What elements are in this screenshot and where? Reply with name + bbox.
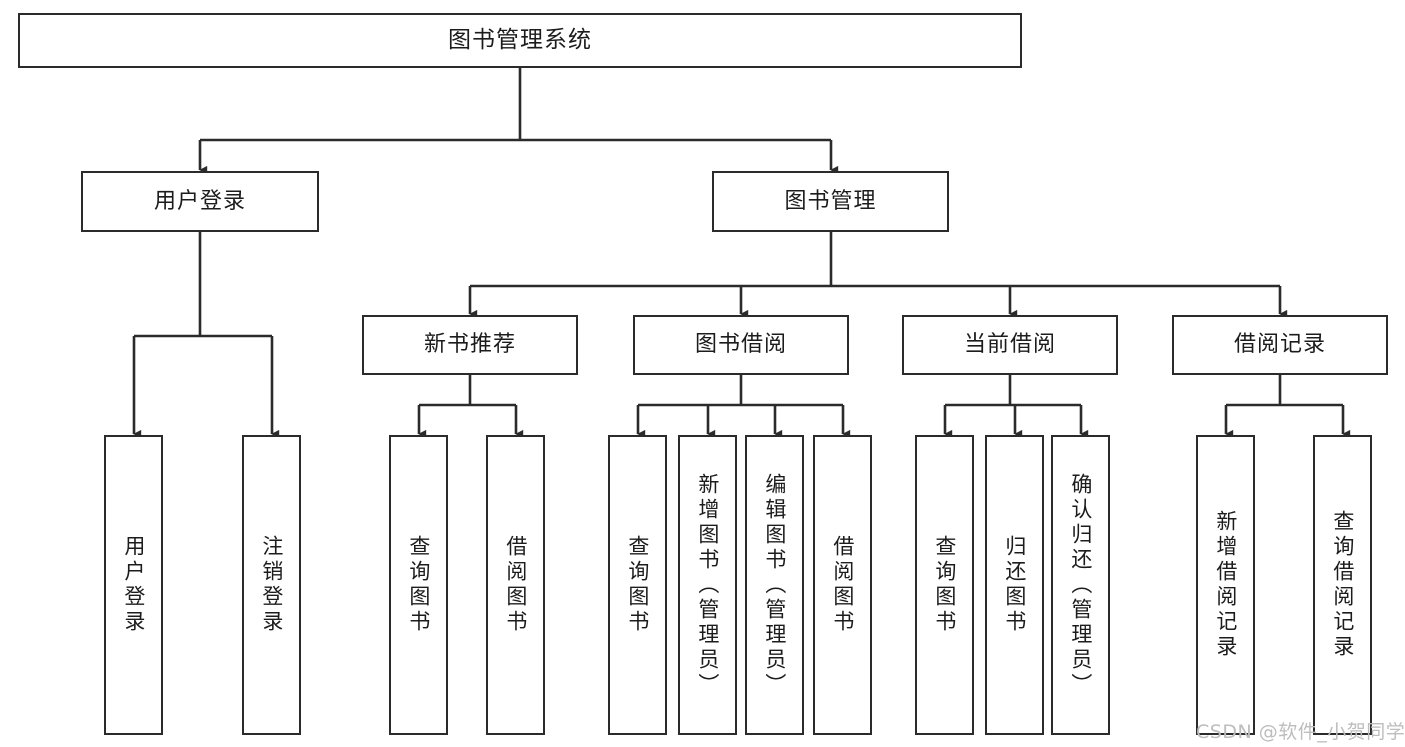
node-new-book-rec[interactable]: 新书推荐 xyxy=(362,315,578,375)
node-borrow-record[interactable]: 借阅记录 xyxy=(1172,315,1388,375)
node-current-borrow[interactable]: 当前借阅 xyxy=(902,315,1118,375)
node-book-manage[interactable]: 图书管理 xyxy=(712,171,949,232)
node-label-book-manage: 图书管理 xyxy=(784,188,877,214)
node-label-leaf-edit-book: 编辑图书（管理员） xyxy=(762,472,787,698)
node-leaf-add-record[interactable]: 新增借阅记录 xyxy=(1196,435,1255,735)
node-leaf-query-record[interactable]: 查询借阅记录 xyxy=(1313,435,1372,735)
node-label-book-borrow: 图书借阅 xyxy=(694,332,787,358)
node-label-root: 图书管理系统 xyxy=(448,26,592,53)
node-label-leaf-query-book-3: 查询图书 xyxy=(932,535,957,635)
node-label-leaf-logout: 注销登录 xyxy=(259,535,284,635)
node-leaf-query-book-1[interactable]: 查询图书 xyxy=(389,435,448,735)
node-leaf-borrow-book-2[interactable]: 借阅图书 xyxy=(813,435,872,735)
node-label-leaf-add-book: 新增图书（管理员） xyxy=(695,472,720,698)
node-label-leaf-add-record: 新增借阅记录 xyxy=(1213,510,1238,660)
node-leaf-borrow-book-1[interactable]: 借阅图书 xyxy=(486,435,545,735)
node-label-leaf-borrow-book-1: 借阅图书 xyxy=(503,535,528,635)
node-label-new-book-rec: 新书推荐 xyxy=(423,332,516,358)
node-label-leaf-query-book-1: 查询图书 xyxy=(406,535,431,635)
node-leaf-query-book-3[interactable]: 查询图书 xyxy=(915,435,974,735)
node-leaf-return-book[interactable]: 归还图书 xyxy=(985,435,1044,735)
node-label-current-borrow: 当前借阅 xyxy=(963,332,1056,358)
node-leaf-query-book-2[interactable]: 查询图书 xyxy=(608,435,667,735)
node-label-borrow-record: 借阅记录 xyxy=(1233,332,1326,358)
node-leaf-edit-book[interactable]: 编辑图书（管理员） xyxy=(745,435,804,735)
node-leaf-add-book[interactable]: 新增图书（管理员） xyxy=(678,435,737,735)
node-label-leaf-borrow-book-2: 借阅图书 xyxy=(830,535,855,635)
node-leaf-logout[interactable]: 注销登录 xyxy=(242,435,301,735)
node-root[interactable]: 图书管理系统 xyxy=(18,13,1022,68)
node-leaf-user-login[interactable]: 用户登录 xyxy=(104,435,163,735)
node-label-leaf-query-record: 查询借阅记录 xyxy=(1330,510,1355,660)
node-label-leaf-confirm-return: 确认归还（管理员） xyxy=(1068,472,1093,698)
csdn-watermark: CSDN @软件_小贺同学 xyxy=(1196,721,1405,743)
node-label-leaf-query-book-2: 查询图书 xyxy=(625,535,650,635)
node-label-leaf-return-book: 归还图书 xyxy=(1002,535,1027,635)
node-label-user-login: 用户登录 xyxy=(153,188,246,214)
node-label-leaf-user-login: 用户登录 xyxy=(121,535,146,635)
node-leaf-confirm-return[interactable]: 确认归还（管理员） xyxy=(1051,435,1110,735)
node-user-login[interactable]: 用户登录 xyxy=(81,171,319,232)
node-book-borrow[interactable]: 图书借阅 xyxy=(633,315,849,375)
